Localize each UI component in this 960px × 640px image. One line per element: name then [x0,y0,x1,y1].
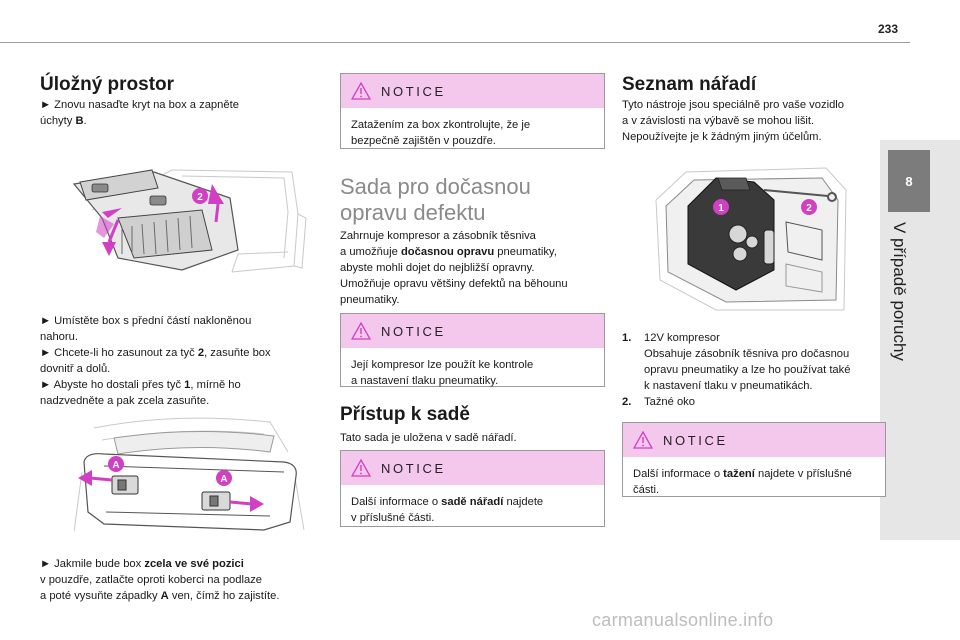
para-line: Tyto nástroje jsou speciálně pro vaše vo… [622,99,845,111]
notice-header: NOTICE [341,314,604,348]
para-line: abyste mohli dojet do nejbližší opravny. [340,262,535,274]
notice-body: Její kompresor lze použít ke kontrole a … [341,348,604,389]
notice-text: v příslušné části. [351,512,435,524]
step-reattach-cover: ► Znovu nasaďte kryt na box a zapněte úc… [40,97,300,129]
list-item-detail: Obsahuje zásobník těsniva pro dočasnou [644,348,850,360]
callout-a-marker [108,456,124,472]
para-line: a v závislosti na výbavě se mohou lišit. [622,115,815,127]
step-text: ► Znovu nasaďte kryt na box a zapněte [40,99,239,111]
list-item-detail: k nastavení tlaku v pneumatikách. [644,380,813,392]
para-line: pneumatiky. [340,294,400,306]
para-line: a umožňuje dočasnou opravu pneumatiky, [340,246,557,258]
list-item-title: 2.Tažné oko [622,396,695,408]
tool-list-description: Tyto nástroje jsou speciálně pro vaše vo… [622,97,882,145]
step-text: ► Jakmile bude box zcela ve své pozici [40,558,244,570]
notice-text: části. [633,484,660,496]
notice-box: NOTICE Zatažením za box zkontrolujte, že… [340,73,605,149]
warning-icon [351,459,371,477]
heading-line: opravu defektu [340,200,486,225]
callout-2-marker [801,199,817,215]
step-text: nahoru. [40,331,78,343]
notice-text: Další informace o sadě nářadí najdete [351,496,544,508]
watermark: carmanualsonline.info [592,610,774,630]
para-line: Zahrnuje kompresor a zásobník těsniva [340,230,536,242]
page-number: 233 [878,22,899,36]
notice-label: NOTICE [381,460,446,476]
notice-body: Další informace o sadě nářadí najdete v … [341,485,604,526]
chapter-number-badge[interactable]: 8 [888,150,930,212]
chapter-title: V případě poruchy [890,222,909,361]
notice-text: Zatažením za box zkontrolujte, že je [351,119,531,131]
notice-header: NOTICE [341,451,604,485]
para-line: Umožňuje opravu většiny defektů na běhou… [340,278,568,290]
notice-text: a nastavení tlaku pneumatiky. [351,375,499,387]
notice-box: NOTICE Další informace o tažení najdete … [622,422,886,497]
section-heading-access: Přístup k sadě [340,404,470,425]
callout-1-label: 1 [718,203,724,214]
callout-1-marker [713,199,729,215]
warning-icon [351,82,371,100]
step-lock-latches: ► Jakmile bude box zcela ve své pozici v… [40,556,330,604]
notice-text: Její kompresor lze použít ke kontrole [351,359,534,371]
step-text: v pouzdře, zatlačte oproti koberci na po… [40,574,263,586]
notice-header: NOTICE [341,74,604,108]
step-text: úchyty B. [40,115,87,127]
callout-a-label: A [220,474,227,485]
tool-kit-illustration: 1 2 [655,167,847,311]
notice-box: NOTICE Její kompresor lze použít ke kont… [340,313,605,387]
repair-kit-description: Zahrnuje kompresor a zásobník těsniva a … [340,228,610,308]
callout-2-marker [192,188,208,204]
notice-label: NOTICE [381,83,446,99]
header-rule [0,42,910,43]
storage-box-illustration: 2 [72,169,307,273]
step-text: ► Abyste ho dostali přes tyč 1, mírně ho [40,379,241,391]
step-list-insert: ► Umístěte box s přední částí nakloněnou… [40,313,310,409]
section-heading-repair-kit: Sada pro dočasnou opravu defektu [340,174,610,226]
para-line: Nepoužívejte je k žádným jiným účelům. [622,131,822,143]
warning-icon [351,322,371,340]
notice-body: Další informace o tažení najdete v přísl… [623,457,885,498]
access-description: Tato sada je uložena v sadě nářadí. [340,432,517,444]
step-text: ► Chcete-li ho zasunout za tyč 2, zasuňt… [40,347,271,359]
list-number: 2. [622,396,632,408]
notice-label: NOTICE [663,432,728,448]
notice-body: Zatažením za box zkontrolujte, že je bez… [341,108,604,149]
heading-line: Sada pro dočasnou [340,174,531,199]
notice-box: NOTICE Další informace o sadě nářadí naj… [340,450,605,527]
notice-text: bezpečně zajištěn v pouzdře. [351,135,496,147]
callout-2-label: 2 [197,192,203,203]
callout-a-marker [216,470,232,486]
warning-icon [633,431,653,449]
step-text: dovnitř a dolů. [40,363,111,375]
list-item-detail: opravu pneumatiky a lze ho používat také [644,364,851,376]
callout-2-label: 2 [806,203,812,214]
notice-text: Další informace o tažení najdete v přísl… [633,468,852,480]
latch-illustration: A A [74,417,305,533]
step-text: ► Umístěte box s přední částí nakloněnou [40,315,252,327]
list-number: 1. [622,332,632,344]
section-heading-storage: Úložný prostor [40,74,175,95]
list-item: 1.12V kompresor Obsahuje zásobník těsniv… [622,330,882,410]
notice-label: NOTICE [381,323,446,339]
step-text: a poté vysuňte západky A ven, čímž ho za… [40,590,280,602]
callout-a-label: A [112,460,119,471]
notice-header: NOTICE [623,423,885,457]
list-item-title: 1.12V kompresor [622,332,720,344]
step-text: nadzvedněte a pak zcela zasuňte. [40,395,210,407]
section-heading-tool-list: Seznam nářadí [622,74,757,95]
